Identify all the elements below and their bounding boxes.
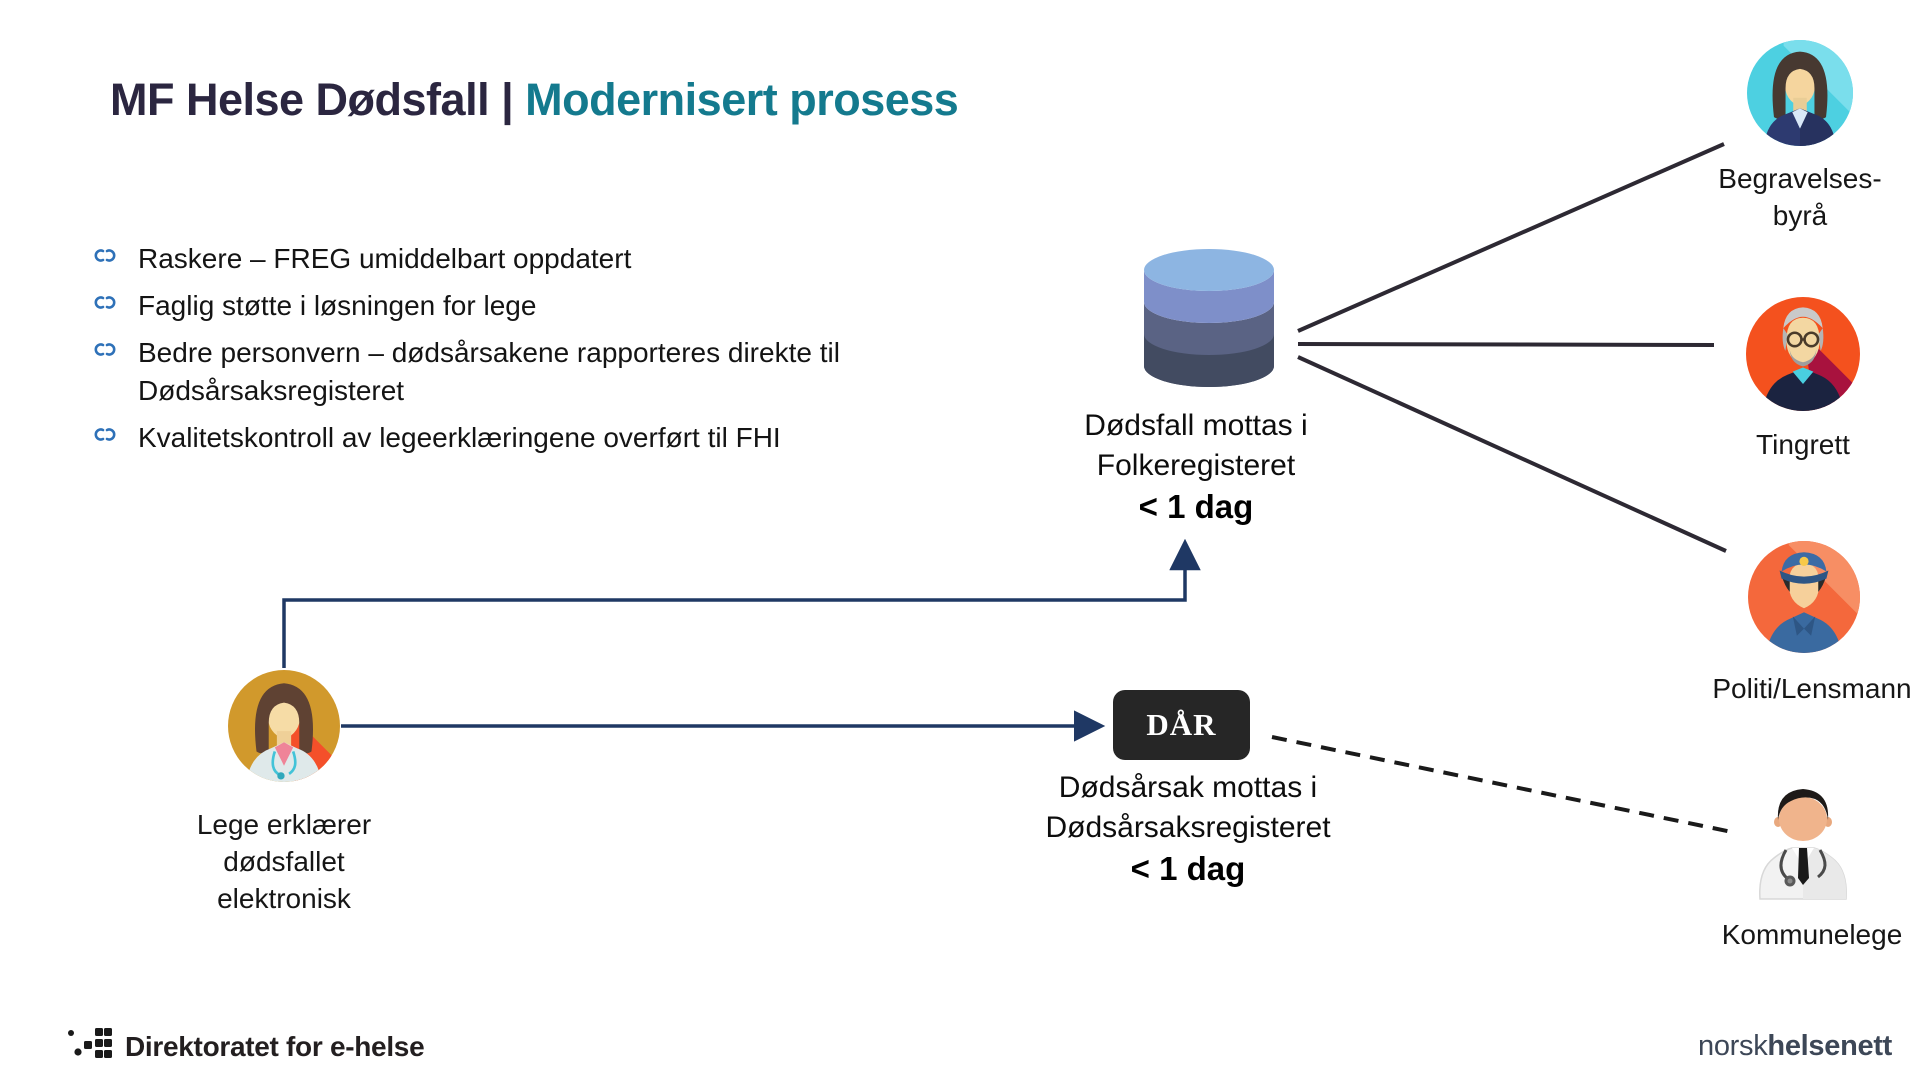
page-title: MF Helse Dødsfall | Modernisert prosess [110, 74, 1510, 126]
direktoratet-ehelse-logo: Direktoratet for e-helse [66, 1024, 425, 1069]
police-officer-avatar [1748, 541, 1860, 653]
dar-box-label: DÅR [1146, 707, 1217, 742]
bullet-text: Faglig støtte i løsningen for lege [138, 290, 537, 321]
title-accent: Modernisert prosess [525, 74, 959, 125]
list-item: Raskere – FREG umiddelbart oppdatert [92, 240, 852, 278]
norsk-helsenett-logo: norskhelsenett [1698, 1030, 1892, 1063]
bullet-text: Raskere – FREG umiddelbart oppdatert [138, 243, 632, 274]
loop-bullet-icon [92, 287, 138, 317]
freg-line2: Folkeregisteret [1096, 449, 1296, 482]
dar-box: DÅR [1113, 690, 1250, 760]
footer-org-name: Direktoratet for e-helse [125, 1030, 425, 1062]
female-doctor-avatar [228, 670, 340, 782]
list-item: Kvalitetskontroll av legeerklæringene ov… [92, 419, 852, 457]
loop-bullet-icon [92, 240, 138, 270]
freg-duration: < 1 dag [1138, 488, 1254, 525]
dar-duration: < 1 dag [1130, 850, 1246, 887]
dar-node: Dødsårsak mottas i Dødsårsaksregisteret … [958, 768, 1418, 890]
list-item: Bedre personvern – dødsårsakene rapporte… [92, 334, 852, 410]
database-icon [1143, 248, 1275, 388]
funeral-agent-avatar [1747, 40, 1853, 146]
actor-label-kommunelege: Kommunelege [1721, 919, 1903, 950]
freg-line1: Dødsfall mottas i [1084, 409, 1308, 442]
actor-label-tingrett: Tingrett [1756, 429, 1850, 460]
loop-bullet-icon [92, 334, 138, 364]
actor-label-politi: Politi/Lensmann [1712, 673, 1912, 704]
bullet-list: Raskere – FREG umiddelbart oppdatert Fag… [92, 240, 852, 466]
footer-nh-bold: helsenett [1767, 1030, 1893, 1062]
actor-label-begravelsesbyra: Begravelses- byrå [1718, 163, 1882, 231]
freg-node: Dødsfall mottas i Folkeregisteret < 1 da… [986, 406, 1406, 528]
connector-freg-to-tingrett [1297, 342, 1715, 347]
dar-line2: Dødsårsaksregisteret [1045, 811, 1331, 844]
list-item: Faglig støtte i løsningen for lege [92, 287, 852, 325]
bullet-text: Bedre personvern – dødsårsakene rapporte… [138, 337, 840, 406]
dots-logo-icon [66, 1024, 112, 1069]
judge-avatar [1746, 297, 1860, 411]
footer-nh-regular: norsk [1698, 1030, 1768, 1062]
doctor-label: Lege erklærer dødsfallet elektronisk [196, 809, 372, 914]
bullet-text: Kvalitetskontroll av legeerklæringene ov… [138, 422, 781, 453]
dar-line1: Dødsårsak mottas i [1058, 771, 1318, 804]
loop-bullet-icon [92, 419, 138, 449]
connector-doctor-to-freg [282, 538, 1201, 668]
municipal-doctor-avatar [1752, 778, 1854, 902]
title-primary: MF Helse Dødsfall | [110, 74, 526, 125]
